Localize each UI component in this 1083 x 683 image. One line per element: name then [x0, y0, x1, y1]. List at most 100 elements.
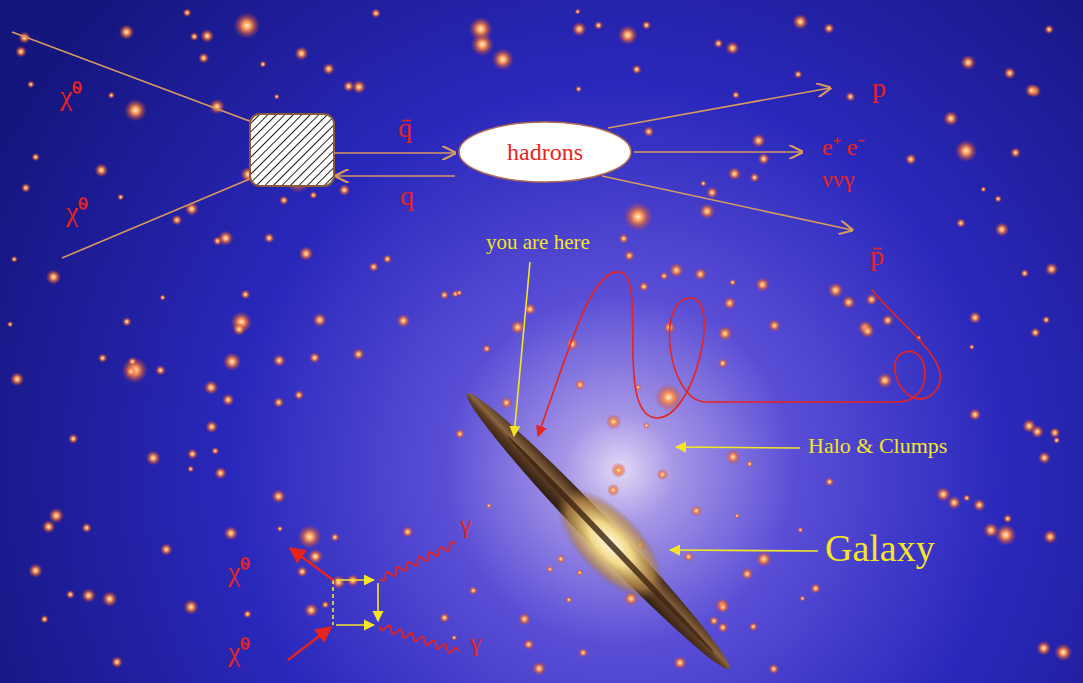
- clump-dot: [575, 379, 586, 390]
- clump-dot: [234, 12, 261, 39]
- clump-dot: [297, 566, 308, 577]
- clump-dot: [396, 314, 410, 328]
- clump-dot: [122, 317, 132, 327]
- clump-dot: [936, 487, 951, 502]
- clump-dot: [694, 268, 707, 281]
- clump-dot: [171, 214, 182, 225]
- clump-dot: [451, 635, 457, 641]
- clump-dot: [1054, 643, 1072, 661]
- clump-dot: [973, 499, 986, 512]
- clump-dot: [969, 311, 982, 324]
- clump-dot: [232, 322, 246, 336]
- loop-line: [332, 580, 334, 625]
- clump-dot: [294, 46, 308, 60]
- clump-dot: [860, 324, 874, 338]
- clump-dot: [352, 80, 366, 94]
- clump-dot: [723, 297, 736, 310]
- particle-symbol: χ̃⁰: [60, 80, 82, 112]
- clump-dot: [810, 583, 821, 594]
- clump-dot: [456, 290, 462, 296]
- leader-arrow: [676, 447, 800, 448]
- clump-dot: [241, 289, 251, 299]
- clump-dot: [655, 384, 683, 412]
- clump-dot: [369, 262, 379, 272]
- clump-dot: [469, 17, 493, 41]
- particle-symbol: χ̃⁰: [228, 556, 250, 588]
- node-label: hadrons: [507, 139, 583, 166]
- quark-line: [334, 152, 455, 154]
- clump-dot: [500, 397, 512, 409]
- clump-dot: [624, 250, 635, 261]
- clump-dot: [691, 505, 703, 517]
- clump-dot: [259, 61, 266, 68]
- clump-dot: [299, 246, 314, 261]
- clump-dot: [322, 63, 334, 75]
- clump-dot: [709, 616, 719, 626]
- particle-symbol: γ: [460, 510, 472, 540]
- clump-dot: [1003, 514, 1012, 523]
- clump-dot: [48, 508, 64, 524]
- clump-dot: [768, 664, 779, 675]
- clump-dot: [576, 569, 583, 576]
- clump-dot: [46, 269, 61, 284]
- clump-dot: [700, 180, 707, 187]
- clump-dot: [642, 20, 651, 29]
- clump-dot: [1022, 419, 1036, 433]
- clump-dot: [828, 282, 844, 298]
- clump-dot: [273, 354, 286, 367]
- clump-dot: [128, 357, 137, 366]
- clump-dot: [643, 126, 654, 137]
- clump-dot: [994, 195, 1002, 203]
- particle-line: [12, 32, 252, 122]
- clump-dot: [81, 588, 96, 603]
- product-line: [602, 176, 852, 230]
- clump-dot: [1043, 530, 1057, 544]
- clump-dot: [611, 463, 626, 478]
- clump-dot: [117, 194, 124, 201]
- clump-dot: [751, 134, 765, 148]
- clump-dot: [190, 32, 199, 41]
- particle-symbol: χ̃⁰: [228, 636, 250, 668]
- clump-dot: [556, 554, 565, 563]
- clump-dot: [312, 313, 326, 327]
- clump-dot: [482, 344, 491, 353]
- clump-dot: [799, 595, 805, 601]
- clump-dot: [124, 99, 147, 122]
- clump-dot: [717, 622, 728, 633]
- clump-dot: [111, 656, 123, 668]
- clump-dot: [159, 294, 165, 300]
- clump-dot: [643, 422, 650, 429]
- clump-dot: [575, 86, 582, 93]
- clump-dot: [955, 140, 978, 163]
- clump-dot: [969, 344, 975, 350]
- clump-dot: [204, 380, 219, 395]
- clump-dot: [714, 39, 724, 49]
- particle-symbol: ννγ: [822, 166, 854, 194]
- clump-dot: [726, 450, 741, 465]
- clump-dot: [469, 586, 478, 595]
- leader-arrow: [514, 262, 530, 436]
- galaxy-dust-lane: [456, 383, 740, 679]
- clump-dot: [274, 94, 280, 100]
- clump-dot: [28, 563, 43, 578]
- photon-line: [380, 625, 458, 652]
- clump-dot: [371, 8, 381, 18]
- clump-dot: [205, 420, 218, 433]
- clump-dot: [94, 163, 108, 177]
- clump-dot: [660, 272, 669, 281]
- clump-dot: [125, 366, 137, 378]
- clump-dot: [824, 23, 835, 34]
- clump-dot: [523, 639, 534, 650]
- quark-line: [336, 175, 455, 177]
- clump-dot: [492, 48, 514, 70]
- clump-dot: [706, 187, 718, 199]
- clump-dot: [732, 91, 740, 99]
- particle-symbol: γ: [470, 628, 482, 658]
- neutralino-line: [290, 548, 333, 580]
- clump-dot: [632, 64, 642, 74]
- clump-dot: [673, 656, 687, 670]
- clump-dot: [439, 613, 449, 623]
- loop-line: [336, 579, 374, 581]
